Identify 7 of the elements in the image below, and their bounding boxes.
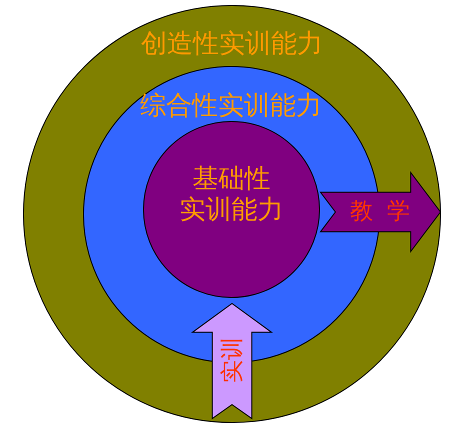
circle-title: 创造性实训能力 xyxy=(141,29,323,60)
arrow-label: 教 学 xyxy=(350,199,410,225)
circle-title: 综合性实训能力 xyxy=(140,91,322,122)
block-arrow xyxy=(320,172,440,252)
block-arrow xyxy=(192,302,272,418)
circle-title: 基础性实训能力 xyxy=(178,164,284,226)
arrow-label: 实训 xyxy=(220,337,246,383)
